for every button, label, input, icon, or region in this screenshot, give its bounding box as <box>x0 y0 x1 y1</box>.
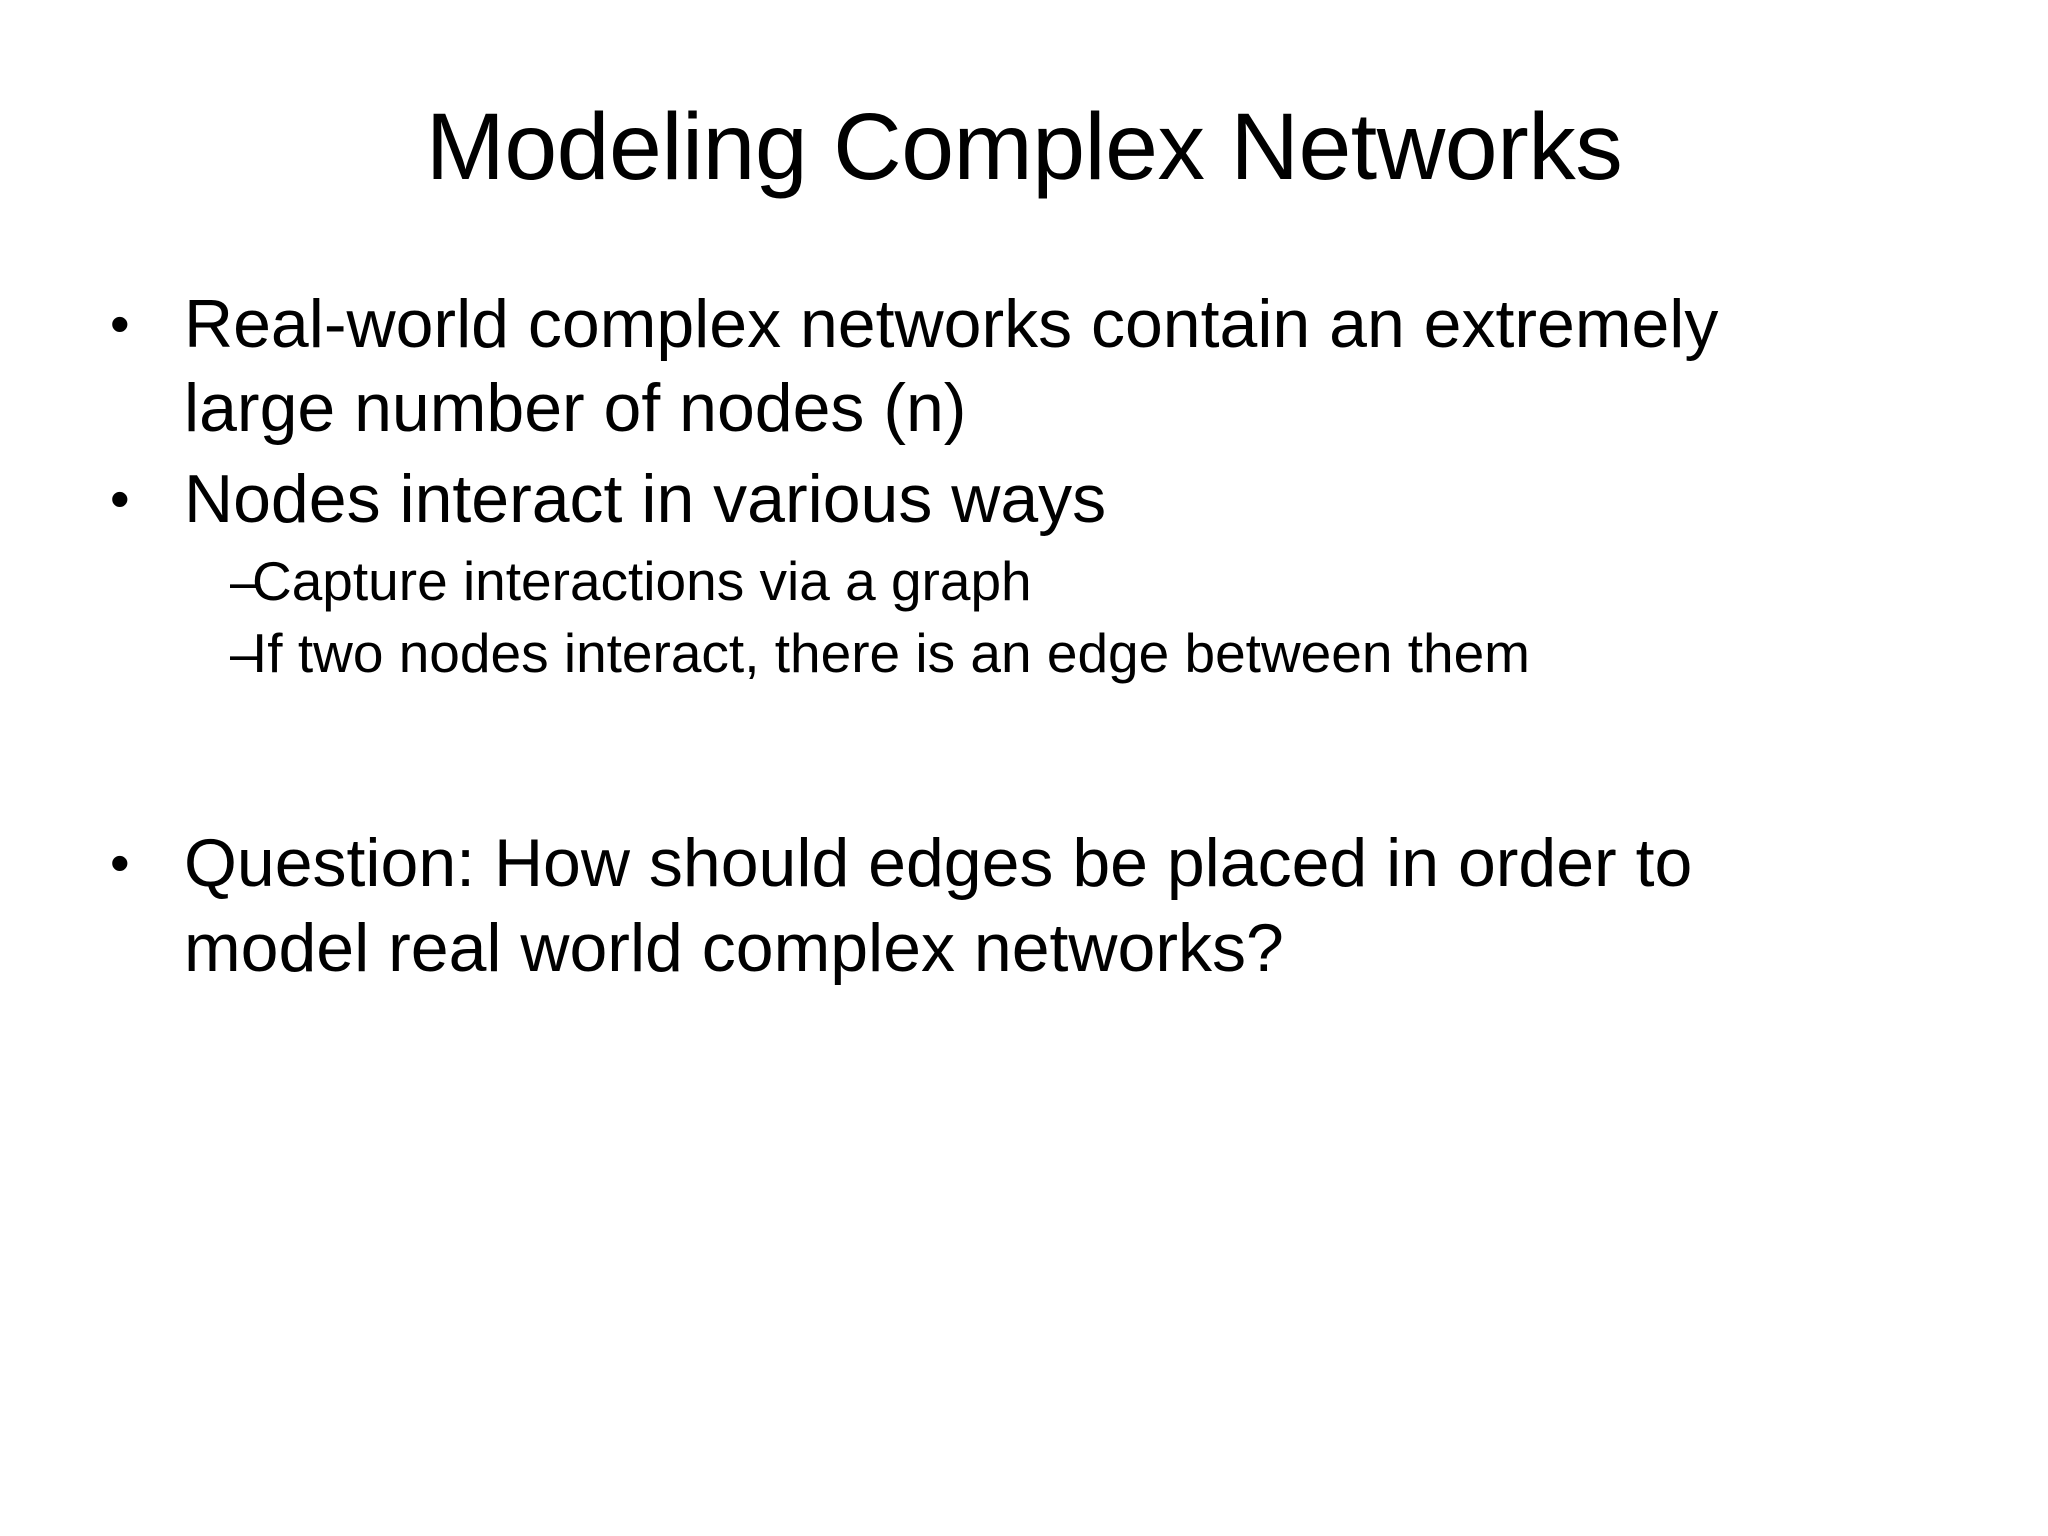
bullet-item-3: • Question: How should edges be placed i… <box>96 821 1956 990</box>
bullet-item-1: • Real-world complex networks contain an… <box>96 282 1956 451</box>
sub-bullet-text: If two nodes interact, there is an edge … <box>252 622 1530 685</box>
page-title: Modeling Complex Networks <box>425 94 1623 200</box>
bullet-item-2: • Nodes interact in various ways <box>96 457 1956 541</box>
sub-bullet-item-1: – Capture interactions via a graph <box>96 547 1956 615</box>
sub-bullet-text: Capture interactions via a graph <box>252 549 1032 612</box>
sub-bullet-item-2: – If two nodes interact, there is an edg… <box>96 619 1956 687</box>
dash-marker-icon: – <box>230 622 261 685</box>
bullet-marker-icon: • <box>110 831 130 895</box>
bullet-marker-icon: • <box>110 292 130 355</box>
bullet-text: Real-world complex networks contain an e… <box>184 286 1719 447</box>
slide-body-content: • Real-world complex networks contain an… <box>96 282 1956 996</box>
bullet-marker-icon: • <box>110 466 130 530</box>
bullet-text: Question: How should edges be placed in … <box>184 825 1693 986</box>
bullet-text: Nodes interact in various ways <box>184 460 1107 537</box>
blank-line-spacer <box>96 691 1956 787</box>
dash-marker-icon: – <box>230 549 261 612</box>
